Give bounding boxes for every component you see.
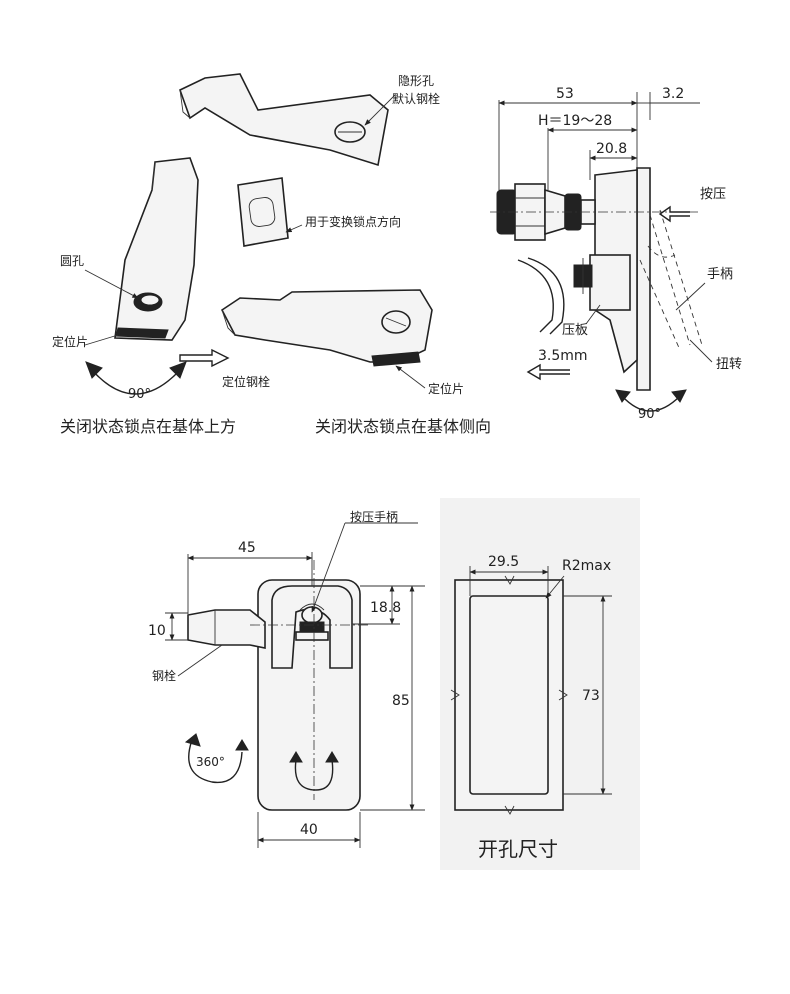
caption-closed-side: 关闭状态锁点在基体侧向 xyxy=(315,417,491,436)
press-label: 按压 xyxy=(700,187,726,202)
pressure-plate-label: 压板 xyxy=(562,323,588,338)
round-hole-label: 圆孔 xyxy=(60,254,84,268)
arrow-right-icon xyxy=(179,348,230,368)
change-direction-label: 用于变换锁点方向 xyxy=(305,214,401,229)
handle-label: 手柄 xyxy=(707,267,733,282)
dim-3-2: 3.2 xyxy=(662,86,684,102)
caption-closed-above: 关闭状态锁点在基体上方 xyxy=(60,417,236,436)
front-view: 钢栓 按压手柄 45 10 18.8 85 40 360° xyxy=(148,510,425,848)
dim-45: 45 xyxy=(238,540,256,556)
dim-10: 10 xyxy=(148,623,166,639)
dim-3-5mm: 3.5mm xyxy=(538,348,588,364)
twist-label: 扭转 xyxy=(716,357,742,372)
angle-90-right-label: 90° xyxy=(638,407,661,422)
dim-29-5: 29.5 xyxy=(488,554,519,570)
dim-h-range: H＝19～28 xyxy=(538,113,612,129)
locating-plate-label-left: 定位片 xyxy=(52,334,88,349)
locating-bolt-label: 定位钢栓 xyxy=(222,374,270,389)
locating-plate-label-right: 定位片 xyxy=(428,381,464,396)
exploded-parts-view: 隐形孔 默认钢栓 圆孔 定位片 用于变换锁点方向 定位片 xyxy=(52,73,491,436)
cutout-view: 29.5 R2max 73 开孔尺寸 xyxy=(440,498,640,870)
dim-18-8: 18.8 xyxy=(370,600,401,616)
locating-part-left xyxy=(114,157,199,341)
dim-85: 85 xyxy=(392,693,410,709)
angle-360-label: 360° xyxy=(196,755,225,769)
dim-53: 53 xyxy=(556,86,574,102)
bolt-label: 钢栓 xyxy=(152,668,176,683)
rotate-arrow-icon xyxy=(85,361,187,395)
default-bolt-label: 默认钢栓 xyxy=(392,91,440,106)
hidden-hole-label: 隐形孔 xyxy=(398,74,434,88)
dim-40: 40 xyxy=(300,822,318,838)
square-washer xyxy=(237,177,289,247)
dim-73: 73 xyxy=(582,688,600,704)
r2max-label: R2max xyxy=(562,558,611,574)
caption-cutout: 开孔尺寸 xyxy=(478,837,558,861)
dim-20-8: 20.8 xyxy=(596,141,627,157)
cam-part-bottom xyxy=(220,289,433,367)
cam-part-top xyxy=(179,73,389,167)
arrow-left-icon xyxy=(658,205,690,223)
angle-90-left-label: 90° xyxy=(128,387,151,402)
press-handle-label: 按压手柄 xyxy=(350,510,398,524)
side-view: 53 3.2 H＝19～28 20.8 按压 手柄 扭转 xyxy=(490,86,742,422)
